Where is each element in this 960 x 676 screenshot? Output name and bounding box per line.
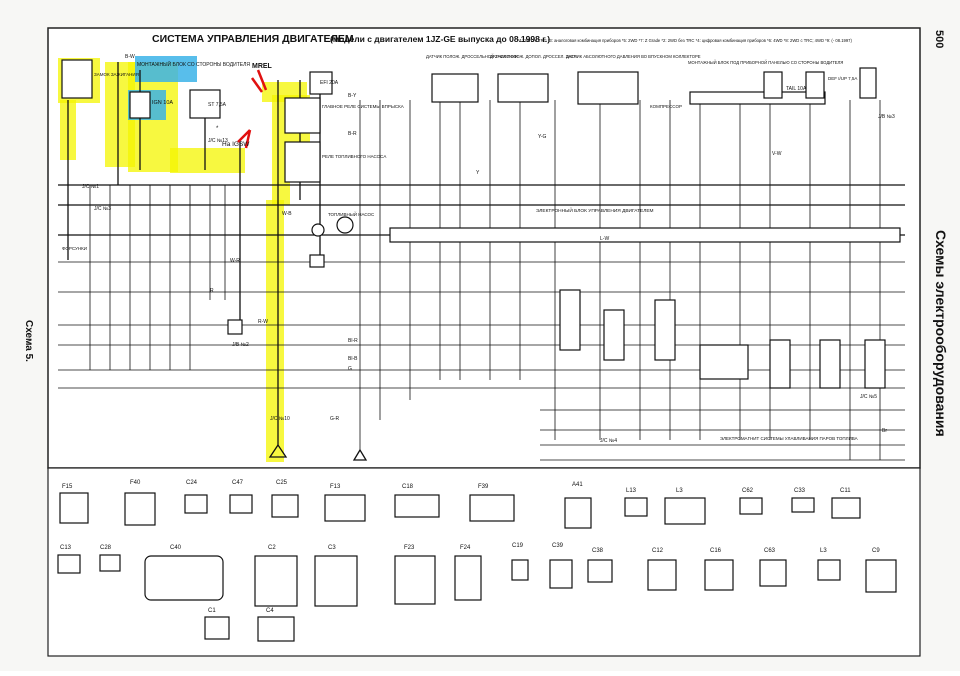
connector-label: F24 — [460, 545, 471, 551]
wire-code: Br — [882, 428, 887, 434]
diagram-title: СИСТЕМА УПРАВЛЕНИЯ ДВИГАТЕЛЕМ — [152, 33, 354, 45]
wire-code: G-R — [330, 416, 340, 422]
connector-label: L3 — [820, 548, 827, 554]
igsw-annotation: На IGSW — [222, 141, 250, 148]
jb-no3-label: J/B №3 — [878, 114, 895, 120]
connector-label: C19 — [512, 543, 524, 549]
diagram-subtitle: (модели с двигателем 1JZ-GE выпуска до 0… — [330, 34, 550, 44]
wire-code: W-B — [282, 211, 292, 217]
connector-label: C40 — [170, 545, 182, 551]
connector-label: C4 — [266, 608, 274, 614]
wire-code: Bl-B — [348, 356, 358, 362]
wire-code: R — [210, 288, 214, 294]
connector-label: C11 — [840, 488, 851, 494]
connector-label: C1 — [208, 608, 216, 614]
connector-label: C2 — [268, 545, 276, 551]
wire-code: Bl-R — [348, 338, 358, 344]
connector-label: F13 — [330, 484, 341, 490]
throttle-sensor-label: ДАТЧИК ПОЛОЖ. ДРОССЕЛЬНОЙ ЗАСЛОНКИ — [426, 54, 518, 59]
main-relay-label: ГЛАВНОЕ РЕЛЕ СИСТЕМЫ ВПРЫСКА — [322, 104, 404, 109]
fuel-pump-label: ТОПЛИВНЫЙ НАСОС — [328, 210, 375, 217]
connector-label: C3 — [328, 545, 336, 551]
wire-code: Y — [476, 170, 480, 176]
ecu-label: ЭЛЕКТРОННЫЙ БЛОК УПРАВЛЕНИЯ ДВИГАТЕЛЕМ — [536, 206, 654, 214]
fuel-relay-label: РЕЛЕ ТОПЛИВНОГО НАСОСА — [322, 154, 386, 159]
junction-block-label: МОНТАЖНЫЙ БЛОК СО СТОРОНЫ ВОДИТЕЛЯ — [137, 60, 250, 68]
ignition-switch-label: ЗАМОК ЗАЖИГАНИЯ — [94, 72, 139, 77]
connector-label: C28 — [100, 545, 112, 551]
connector-label: F40 — [130, 480, 141, 486]
connector-label: C16 — [710, 548, 722, 554]
wire-code: B-W — [125, 54, 135, 60]
connector-label: L13 — [626, 488, 637, 494]
connector-label: F23 — [404, 545, 415, 551]
injectors-label: ФОРСУНКИ — [62, 246, 87, 251]
wire-code: R-W — [258, 319, 268, 325]
page-number: 500 — [933, 30, 945, 48]
connector-label: A41 — [572, 482, 583, 488]
connector-label: F15 — [62, 484, 73, 490]
jc-no13-label: J/C №13 — [208, 138, 228, 144]
tail-fuse-label: TAIL 10A — [786, 86, 807, 92]
connector-label: C18 — [402, 484, 414, 490]
connector-label: C13 — [60, 545, 72, 551]
wire-code: Y-G — [538, 134, 547, 140]
section-title: Схемы электрооборудования — [933, 230, 949, 437]
evap-system-label: ЭЛЕКТРОМАГНИТ СИСТЕМЫ УЛАВЛИВАНИЯ ПАРОВ … — [720, 436, 858, 441]
connector-labels: F15 F40 C24 C47 C25 F13 C18 F39 A41 L13 … — [60, 480, 880, 614]
connector-label: C9 — [872, 548, 880, 554]
diagram-notes: *1: 2WD с TRC *3: аналоговая комбинация … — [518, 38, 853, 43]
jc-no5-label: J/C №5 — [860, 394, 877, 400]
mrel-annotation: MREL — [252, 63, 273, 70]
throttle-sensor-2-label: ДАТЧИК ПОЛОЖ. ДОПОЛ. ДРОССЕЛ. ЗАСЛ. — [490, 54, 578, 59]
connector-label: C24 — [186, 480, 198, 486]
ign-fuse-label: IGN 10A — [152, 100, 173, 106]
wire-code: B-Y — [348, 93, 357, 99]
st-fuse-label: ST 7,5A — [208, 102, 227, 108]
jc-no3-label: J/C №3 — [94, 206, 111, 212]
connector-label: C39 — [552, 543, 564, 549]
connector-label: C33 — [794, 488, 806, 494]
compressor-label: КОМПРЕССОР — [650, 104, 682, 109]
wire-code: V-W — [772, 151, 782, 157]
connector-label: F39 — [478, 484, 489, 490]
wire-code: B-R — [348, 131, 357, 137]
wire-code: G — [348, 366, 352, 372]
connector-label: C62 — [742, 488, 754, 494]
connector-panel — [57, 492, 897, 642]
connector-label: C47 — [232, 480, 244, 486]
connector-label: C38 — [592, 548, 604, 554]
efi-fuse-label: EFI 20A — [320, 80, 339, 86]
wire-code-labels: B-W B-Y B-R W-B R-W Bl-R Bl-B G-R Y-G V-… — [125, 54, 887, 434]
instrument-block-label: МОНТАЖНЫЙ БЛОК ПОД ПРИБОРНОЙ ПАНЕЛЬЮ СО … — [688, 60, 843, 65]
connector-label: L3 — [676, 488, 683, 494]
wire-code: L-W — [600, 236, 609, 242]
jc-no1-label: J/C №1 — [82, 184, 99, 190]
jc-no10-label: J/C №10 — [270, 416, 290, 422]
jc-no4-label: J/C №4 — [600, 438, 617, 444]
connector-label: C63 — [764, 548, 776, 554]
scheme-label: Схема 5. — [23, 320, 34, 362]
svg-text:*: * — [216, 126, 219, 132]
map-sensor-label: ДАТЧИК АБСОЛЮТНОГО ДАВЛЕНИЯ ВО ВПУСКНОМ … — [566, 54, 701, 59]
connector-label: C25 — [276, 480, 288, 486]
wire-code: W-R — [230, 258, 240, 264]
jb-no2-label: J/B №2 — [232, 342, 249, 348]
def-fuse-label: DEF I/UP 7,5A — [828, 76, 857, 81]
connector-label: C12 — [652, 548, 664, 554]
